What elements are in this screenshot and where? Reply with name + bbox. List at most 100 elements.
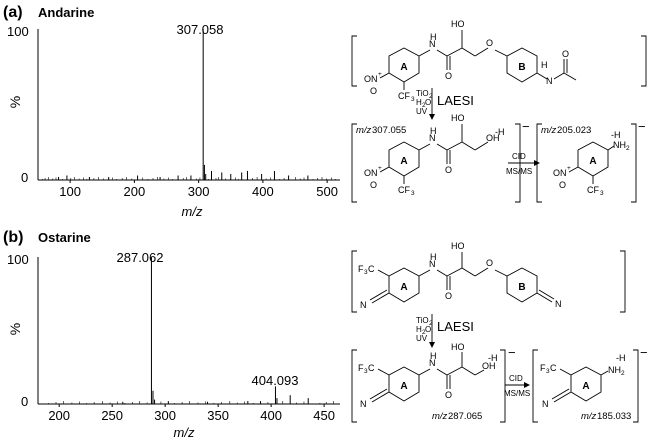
scheme-b-ion1-charge: − [508, 345, 516, 360]
panel-b-compound: Ostarine [38, 230, 91, 245]
scheme-a-ion2-minus-h: -H [611, 130, 621, 140]
scheme-a-parent-ho: HO [451, 19, 465, 29]
scheme-b-parent-ring-a-label: A [400, 282, 407, 293]
scheme-b-parent-bracket-right [620, 250, 626, 313]
scheme-b-ion1-ho: HO [451, 342, 465, 352]
scheme-a-parent-n: N [429, 39, 436, 49]
scheme-a-bond [494, 49, 508, 57]
scheme-b-parent-o: O [445, 291, 452, 301]
scheme-b-ion2-minus-h: -H [616, 353, 626, 363]
scheme-a-reagent-uv: UV [416, 107, 428, 116]
scheme-a-ion1-bracket-left [351, 123, 357, 203]
scheme-b-method: LAESI [437, 319, 474, 334]
scheme-b-ion1-mz: m/z [432, 411, 448, 422]
panel-b-xtick-label-5: 450 [313, 408, 335, 423]
scheme-b-ion1-h: H [430, 351, 437, 361]
scheme-b-ion1-ring-a-label: A [400, 381, 407, 392]
panel-b-peaks [122, 257, 309, 404]
scheme-a-ion2-nh2: NH [613, 140, 626, 150]
panel-a-ylabel: % [7, 96, 23, 108]
scheme-b-ion1-n: N [429, 358, 436, 368]
scheme-a-method: LAESI [437, 93, 474, 108]
panel-a-peak-label: 307.058 [177, 22, 224, 37]
scheme-b-cid-arrow-head [524, 382, 530, 388]
scheme-a-parent-o: O [445, 71, 452, 81]
scheme-b-bond [436, 269, 448, 277]
scheme-a-ion1-oh: OH [486, 133, 500, 143]
panel-b-ytick-0: 0 [21, 394, 28, 409]
scheme-a-ion1-o: O [445, 165, 452, 175]
scheme-b-bond [371, 391, 390, 403]
scheme-b-parent-bracket-left [351, 250, 357, 313]
scheme-a-parent-ring-a-label: A [400, 62, 407, 73]
scheme-a-reagent-h2o-sub: 2 [422, 102, 426, 109]
scheme-b-bond [538, 289, 555, 300]
scheme-a-parent-nitro-o: O [364, 74, 371, 84]
scheme-a-ion2-value: 205.023 [557, 125, 591, 136]
scheme-b-bond [553, 391, 572, 403]
scheme-a-ion1-nitro-o: O [364, 168, 371, 178]
scheme-a-parent-ominus: O [370, 86, 377, 96]
scheme-b-bond [371, 292, 390, 304]
scheme-a-ion1-ho: HO [451, 113, 465, 123]
scheme-b-parent-cn-n2: N [360, 300, 367, 310]
scheme-a-cid: CID [512, 152, 526, 161]
scheme-a-parent-h2: H [541, 60, 548, 70]
scheme-b: F 3 C A N H O HO O B N N TiO 2 H 2 O [351, 241, 648, 423]
scheme-a-parent-cf3-sub: 3 [411, 96, 415, 103]
scheme-b-ion1-o: O [445, 390, 452, 400]
panel-a-ytick-100: 100 [7, 24, 29, 39]
scheme-b-reagent-uv: UV [416, 334, 428, 343]
scheme-a-bond [418, 49, 431, 57]
scheme-b-reagent-tio2-sub: 2 [429, 320, 433, 327]
scheme-a-bond [536, 72, 548, 80]
scheme-a-parent-bracket-left [351, 35, 357, 87]
panel-a-xlabel: m/z [182, 204, 203, 219]
scheme-b-parent-f3c-sub: 3 [364, 269, 368, 276]
scheme-a-ion1-nitro-n: N [371, 168, 378, 178]
scheme-b-parent-f3c-c: C [368, 264, 375, 274]
scheme-b-bond [446, 366, 463, 376]
scheme-a-bond [461, 47, 476, 57]
scheme-a-ion2-plus: + [567, 165, 571, 172]
scheme-b-bond [377, 368, 390, 376]
scheme-b-ion2-f3c-c: C [550, 363, 557, 373]
scheme-a-ion2-cf3: CF [587, 185, 599, 195]
scheme-b-bond [551, 388, 570, 400]
scheme-a-ion2-mz: m/z [541, 125, 557, 136]
scheme-a-bond [446, 47, 463, 57]
scheme-a-bond [436, 49, 448, 57]
scheme-b-bond [446, 267, 463, 277]
scheme-b-parent-ring-b [506, 267, 538, 303]
scheme-b-ion2-value: 185.033 [597, 411, 631, 422]
scheme-a-parent-ring-b [506, 47, 538, 83]
scheme-b-bond [461, 267, 476, 277]
scheme-b-ion1-bracket-left [351, 349, 357, 423]
scheme-b-reagent-h2o-sub: 2 [422, 329, 426, 336]
scheme-b-ion1-f3c-f: F [358, 363, 364, 373]
scheme-b-ion2-f3c-f: F [540, 363, 546, 373]
scheme-b-parent-n: N [429, 259, 436, 269]
panel-b-xtick-label-0: 200 [48, 408, 70, 423]
panel-a-xtick-label-2: 300 [188, 184, 210, 199]
panel-b-xtick-label-3: 350 [207, 408, 229, 423]
panel-a-xtick-label-1: 200 [124, 184, 146, 199]
scheme-b-ion1-f3c-sub: 3 [364, 368, 368, 375]
scheme-a-bond [436, 143, 448, 151]
scheme-a-ion1-cf3: CF [398, 185, 410, 195]
scheme-a-ion2-nitro-o: O [553, 168, 560, 178]
panel-b-ylabel: % [7, 323, 23, 335]
scheme-b-reagent-h2o: H [416, 325, 422, 334]
scheme-a-ion2-cf3-sub: 3 [600, 190, 604, 197]
scheme-b-reagent-h2o-o: O [425, 325, 431, 334]
scheme-b-ion2-charge: − [640, 345, 648, 360]
scheme-b-bond [461, 366, 476, 376]
scheme-b-bond [494, 269, 508, 277]
scheme-a-bond [563, 72, 577, 81]
scheme-b-bond [600, 370, 609, 376]
